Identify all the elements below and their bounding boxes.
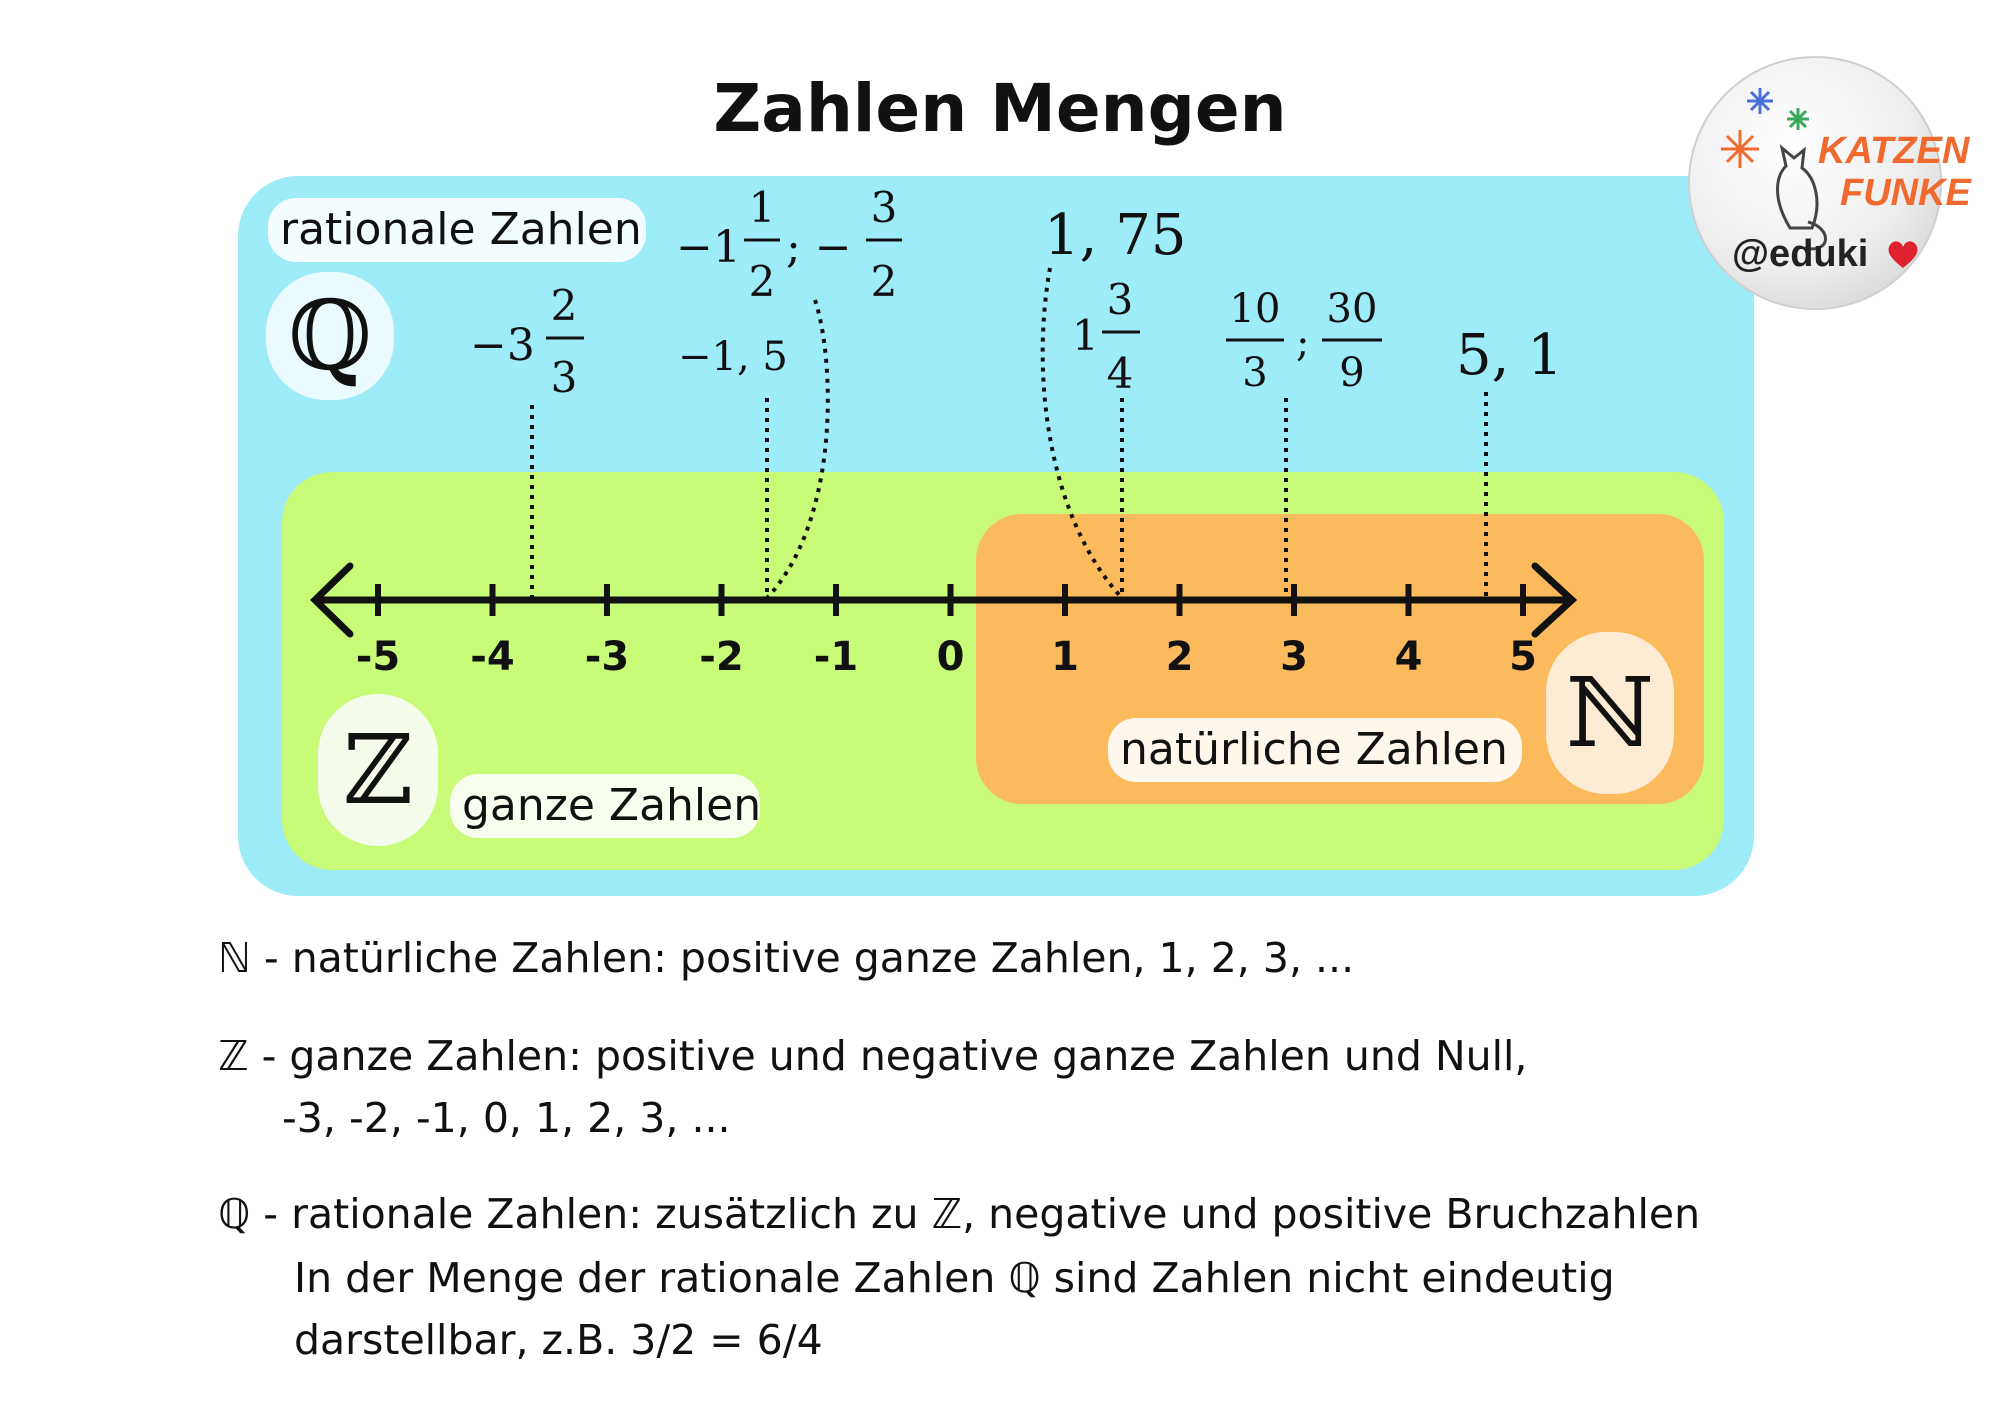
axis-tick-label: 3 [1280,634,1308,680]
axis-tick-label: 4 [1395,634,1423,680]
svg-text:9: 9 [1339,350,1364,396]
annotation-one-3-4: 1 3 4 [1072,275,1140,398]
logo-brand-line1: KATZEN [1818,130,1970,172]
annotation-ten-thirds: 10 3 ; 30 9 [1226,286,1382,396]
logo-brand-line2: FUNKE [1840,172,1971,214]
annotation-one-75: 1, 75 [1044,203,1187,268]
integer-symbol-badge: ℤ [318,694,438,846]
annotation-neg1-1-2: −1 1 2 ; − 3 2 [676,183,902,306]
svg-text:2: 2 [871,257,898,306]
logo-handle: @eduki [1732,233,1869,275]
axis-tick-labels: -5 -4 -3 -2 -1 0 1 2 3 4 5 [356,634,1537,680]
svg-text:4: 4 [1107,349,1134,398]
axis-tick-label: -5 [356,634,400,680]
svg-text:1: 1 [749,183,776,232]
svg-text:2: 2 [749,257,776,306]
axis-tick-label: 0 [937,634,965,680]
axis-ticks [375,584,1526,616]
axis-tick-label: -4 [470,634,514,680]
integer-explanation-examples: -3, -2, -1, 0, 1, 2, 3, ... [282,1094,731,1142]
connector-lines [530,267,1488,600]
svg-text:3: 3 [871,183,898,232]
page-title: Zahlen Mengen [713,70,1287,147]
annotation-neg3-2-3: −3 2 3 [470,281,584,402]
integer-symbol: ℤ [342,714,414,826]
rational-symbol: ℚ [288,280,372,392]
svg-text:2: 2 [551,281,578,330]
rational-label: rationale Zahlen [268,198,646,262]
annotation-five-1: 5, 1 [1456,323,1563,388]
axis-tick-label: -3 [585,634,629,680]
svg-text:−3: −3 [470,320,535,371]
rational-explanation: ℚ - rationale Zahlen: zusätzlich zu ℤ, n… [218,1190,1701,1238]
rational-symbol-badge: ℚ [266,272,394,400]
svg-text:1: 1 [1072,311,1099,360]
number-line-axis [309,562,1578,638]
natural-symbol-badge: ℕ [1546,632,1674,794]
heart-icon [1888,241,1918,268]
axis-tick-label: -1 [814,634,858,680]
connector-neg1-1-2 [765,299,830,600]
natural-symbol: ℕ [1566,657,1654,769]
natural-explanation: ℕ - natürliche Zahlen: positive ganze Za… [218,934,1355,982]
axis-left-arrowhead [309,562,354,638]
axis-right-arrowhead [1531,562,1578,638]
integer-explanation: ℤ - ganze Zahlen: positive und negative … [218,1032,1528,1080]
axis-tick-label: 5 [1509,634,1537,680]
rational-explanation-note1: In der Menge der rationale Zahlen ℚ sind… [294,1254,1615,1302]
svg-text:30: 30 [1327,286,1378,332]
natural-label: natürliche Zahlen [1108,718,1522,782]
rational-explanation-note2: darstellbar, z.B. 3/2 = 6/4 [294,1316,823,1364]
svg-text:;: ; [1296,320,1309,366]
annotation-neg1-5: −1, 5 [678,334,788,380]
axis-tick-label: -2 [699,634,743,680]
cat-sparkle-icon [1721,88,1827,251]
katzenfunke-logo: KATZEN FUNKE @eduki [1688,56,1971,310]
svg-text:10: 10 [1230,286,1281,332]
svg-text:3: 3 [1107,275,1134,324]
svg-text:3: 3 [551,353,578,402]
svg-text:−1: −1 [676,222,741,273]
svg-text:3: 3 [1242,350,1267,396]
axis-tick-label: 2 [1166,634,1194,680]
svg-text:; −: ; − [786,222,852,273]
integer-label: ganze Zahlen [450,774,761,838]
math-annotations: −3 2 3 −1 1 2 ; − 3 2 −1, 5 1, 75 1 3 4 … [470,183,1563,402]
axis-tick-label: 1 [1051,634,1079,680]
